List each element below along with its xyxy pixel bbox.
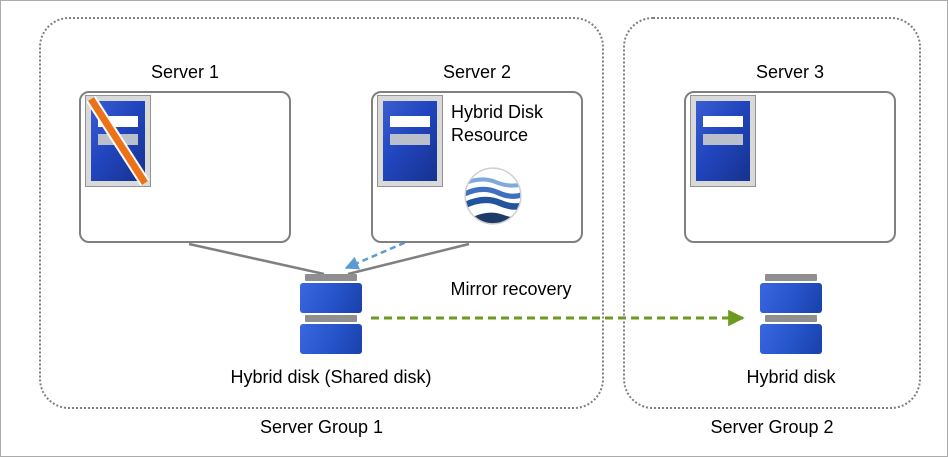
hybrid-disk-label: Hybrid disk xyxy=(746,367,836,387)
server-group-2-boundary xyxy=(623,17,921,409)
disk-cap xyxy=(765,315,817,322)
hybrid-disk-icon xyxy=(760,273,822,355)
server-1-icon xyxy=(85,95,151,187)
shared-disk-label: Hybrid disk (Shared disk) xyxy=(230,367,432,387)
server-3-box xyxy=(684,91,896,243)
disk-cap xyxy=(305,274,357,281)
disk-cap xyxy=(305,315,357,322)
server-3-icon xyxy=(690,95,756,187)
hybrid-disk-resource-icon xyxy=(464,167,522,225)
server-slot-icon xyxy=(390,134,430,145)
disk-platter xyxy=(760,283,822,313)
hybrid-disk-resource-label: Hybrid Disk Resource xyxy=(451,102,544,145)
server-slot-icon xyxy=(703,134,743,145)
server-slot-icon xyxy=(98,116,138,127)
server-group-1-label: Server Group 1 xyxy=(259,417,384,437)
server-slot-icon xyxy=(390,116,430,127)
disk-platter xyxy=(300,324,362,354)
disk-cap xyxy=(765,274,817,281)
server-1-label: Server 1 xyxy=(150,62,220,82)
disk-platter xyxy=(300,283,362,313)
server-2-icon-body xyxy=(383,101,437,181)
server-2-label: Server 2 xyxy=(442,62,512,82)
failure-slash-icon xyxy=(86,96,150,186)
disk-platter xyxy=(760,324,822,354)
mirror-recovery-label: Mirror recovery xyxy=(450,279,572,299)
shared-disk-icon xyxy=(300,273,362,355)
server-3-icon-body xyxy=(696,101,750,181)
server-3-label: Server 3 xyxy=(755,62,825,82)
server-slot-icon xyxy=(703,116,743,127)
server-group-1-boundary xyxy=(39,17,604,409)
server-2-icon xyxy=(377,95,443,187)
server-2-box xyxy=(371,91,583,243)
server-1-box xyxy=(79,91,291,243)
server-group-2-label: Server Group 2 xyxy=(710,417,834,437)
